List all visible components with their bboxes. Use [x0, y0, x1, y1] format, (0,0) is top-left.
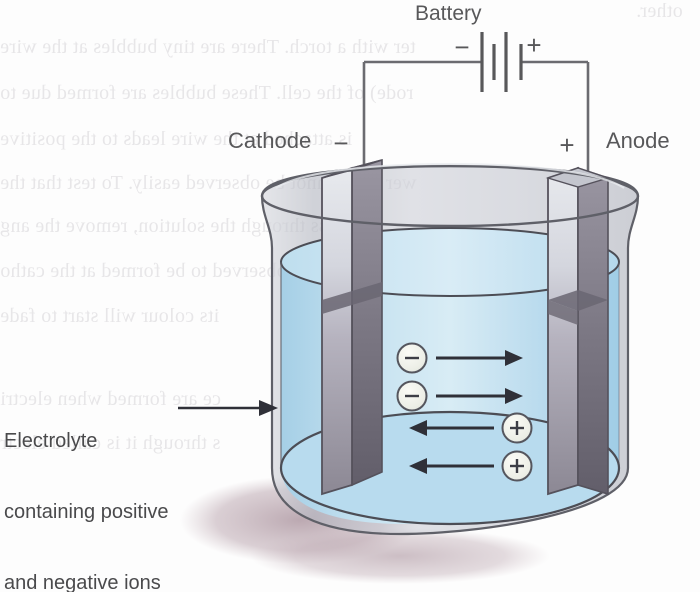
cathode-electrode — [321, 158, 383, 496]
positive-ion-1 — [501, 412, 533, 444]
anode-face — [547, 166, 579, 496]
electrolyte-label-line-1: Electrolyte — [4, 430, 98, 453]
cathode-side — [351, 158, 383, 487]
ion-migration — [396, 342, 533, 482]
arrow-to-cathode-2 — [409, 458, 494, 474]
battery-negative-sign: − — [454, 32, 469, 62]
cathode-sign: − — [333, 128, 348, 158]
polarity-signs: − + − + — [333, 30, 574, 160]
beaker-rim — [260, 162, 640, 228]
cathode-waterline — [322, 282, 382, 314]
anode-electrode — [545, 166, 611, 496]
anode-label: Anode — [606, 128, 670, 153]
beaker-rim-highlight — [275, 162, 625, 189]
electrolyte-label-line-3: and negative ions — [4, 571, 161, 592]
circuit — [362, 32, 590, 178]
battery-symbol — [480, 32, 523, 92]
anode-waterline — [548, 290, 608, 311]
arrow-to-anode-1 — [436, 350, 523, 366]
negative-ion-1 — [396, 342, 428, 374]
positive-ion-2 — [501, 450, 533, 482]
anode-waterline-2 — [548, 300, 578, 325]
arrow-to-anode-2 — [436, 388, 523, 404]
arrow-to-cathode-1 — [409, 420, 494, 436]
battery-label: Battery — [415, 2, 482, 25]
cathode-face — [321, 166, 353, 496]
anode-sign: + — [559, 130, 574, 160]
battery-positive-sign: + — [526, 30, 541, 60]
electrolyte-label-line-2: containing positive — [4, 500, 169, 523]
electrolyte-label: Electrolyte containing positive and nega… — [4, 383, 169, 592]
beaker-rim-ellipse — [260, 164, 640, 228]
electrolyte-leader — [178, 400, 278, 416]
cathode-label: Cathode — [228, 128, 312, 153]
negative-ion-2 — [396, 380, 428, 412]
